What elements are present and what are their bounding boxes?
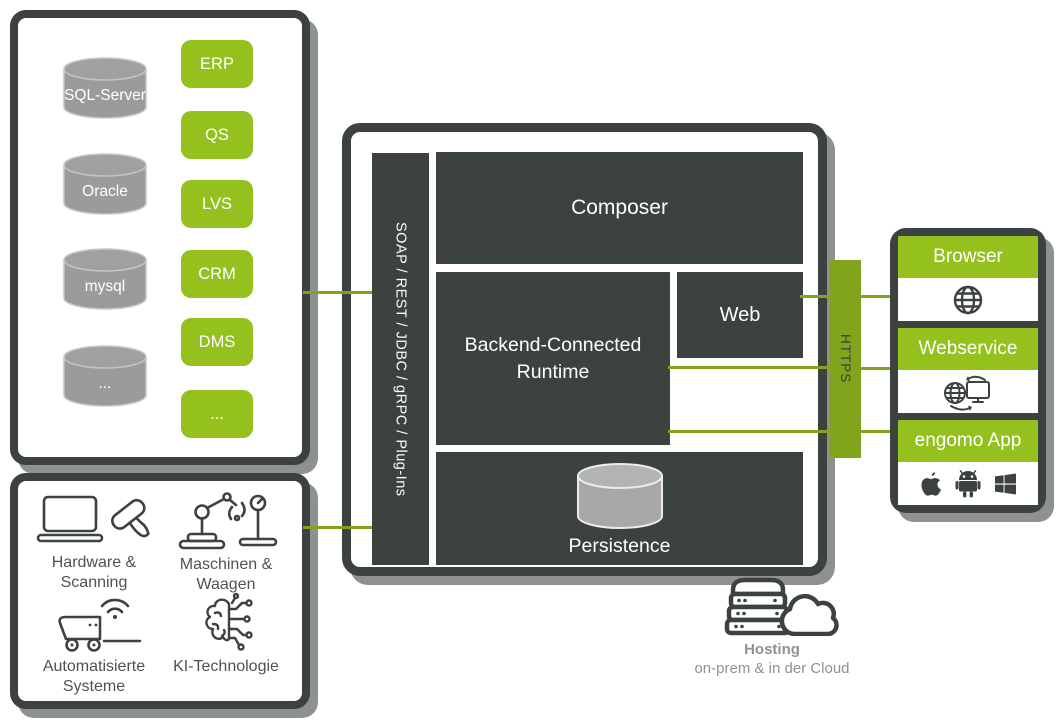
database-label: ... bbox=[98, 375, 112, 392]
hosting-subtitle: on-prem & in der Cloud bbox=[694, 660, 850, 677]
server-cloud-icon bbox=[724, 577, 839, 636]
devices-panel: Hardware & Scanning bbox=[10, 473, 310, 709]
connector-devices-platform bbox=[303, 526, 372, 529]
runtime-label: Backend-Connected Runtime bbox=[464, 334, 642, 383]
laptop-scanner-icon bbox=[36, 491, 152, 549]
protocol-bar: SOAP / REST / JDBC / gRPC / Plug-Ins bbox=[372, 153, 429, 565]
connector-https-browser bbox=[859, 295, 892, 298]
persistence-label: Persistence bbox=[568, 535, 671, 557]
connector-web-https bbox=[800, 295, 832, 298]
database-cylinder-icon bbox=[63, 345, 147, 407]
persistence-box: Persistence bbox=[436, 452, 803, 565]
system-badge-dms: DMS bbox=[181, 318, 253, 366]
browser-icons bbox=[898, 278, 1038, 321]
hosting-title: Hosting bbox=[744, 641, 800, 658]
robot-arm-scale-icon bbox=[174, 491, 278, 551]
clients-panel: Browser Webservice bbox=[890, 228, 1046, 513]
database-cylinder: SQL-Server bbox=[61, 57, 149, 121]
persistence-cylinder-icon bbox=[576, 463, 663, 529]
database-label: mysql bbox=[84, 278, 126, 295]
protocol-bar-label: SOAP / REST / JDBC / gRPC / Plug-Ins bbox=[392, 221, 409, 497]
runtime-box: Backend-Connected Runtime bbox=[436, 272, 670, 445]
database-cylinder: Oracle bbox=[61, 153, 149, 217]
database-cylinder: ... bbox=[61, 345, 149, 409]
web-label: Web bbox=[719, 303, 761, 326]
client-card-browser: Browser bbox=[898, 236, 1038, 321]
database-cylinder-icon bbox=[63, 153, 147, 215]
connector-runtime-https-2 bbox=[668, 430, 832, 433]
connector-databases-platform bbox=[303, 291, 372, 294]
client-title: Webservice bbox=[898, 328, 1038, 370]
device-machines-scales: Maschinen & Waagen bbox=[160, 491, 292, 593]
ai-brain-circuit-icon bbox=[192, 592, 260, 653]
connector-runtime-https-1 bbox=[668, 366, 832, 369]
database-label: SQL-Server bbox=[64, 87, 146, 104]
device-label: KI-Technologie bbox=[173, 658, 279, 675]
database-cylinder-icon bbox=[63, 248, 147, 310]
https-label: HTTPS bbox=[838, 334, 853, 384]
device-label: Maschinen & Waagen bbox=[179, 556, 273, 593]
database-label: Oracle bbox=[82, 183, 128, 200]
android-icon bbox=[955, 469, 980, 497]
agv-cart-wifi-icon bbox=[38, 593, 150, 653]
web-box: Web bbox=[677, 272, 803, 358]
connector-https-webservice bbox=[859, 367, 892, 370]
composer-box: Composer bbox=[436, 152, 803, 264]
device-automated-systems: Automatisierte Systeme bbox=[28, 593, 160, 695]
system-badge-erp: ERP bbox=[181, 40, 253, 88]
https-bar: HTTPS bbox=[830, 260, 861, 458]
system-badge-more: ... bbox=[181, 390, 253, 438]
windows-icon bbox=[994, 473, 1016, 494]
client-title: engomo App bbox=[898, 420, 1038, 462]
system-badge-lvs: LVS bbox=[181, 180, 253, 228]
client-card-engomo-app: engomo App bbox=[898, 420, 1038, 505]
device-label: Automatisierte Systeme bbox=[42, 658, 146, 695]
database-cylinder-icon bbox=[63, 57, 147, 119]
globe-icon bbox=[953, 285, 983, 314]
system-badge-crm: CRM bbox=[181, 250, 253, 298]
hosting-note: Hosting on-prem & in der Cloud bbox=[672, 564, 872, 677]
client-card-webservice: Webservice bbox=[898, 328, 1038, 413]
app-platform-icons bbox=[898, 462, 1038, 505]
platform-box: SOAP / REST / JDBC / gRPC / Plug-Ins Com… bbox=[342, 123, 827, 576]
database-cylinder: mysql bbox=[61, 248, 149, 312]
connector-https-app bbox=[859, 430, 892, 433]
device-label: Hardware & Scanning bbox=[51, 554, 137, 591]
device-hardware-scanning: Hardware & Scanning bbox=[28, 491, 160, 591]
databases-panel: SQL-Server Oracle mysql ... ERP QS LVS bbox=[10, 10, 310, 465]
client-title: Browser bbox=[898, 236, 1038, 278]
webservice-icons bbox=[898, 370, 1038, 413]
device-ki-technology: KI-Technologie bbox=[160, 592, 292, 693]
composer-label: Composer bbox=[571, 196, 668, 219]
system-badge-qs: QS bbox=[181, 111, 253, 159]
webservice-icon bbox=[944, 375, 990, 411]
apple-icon bbox=[920, 471, 941, 496]
